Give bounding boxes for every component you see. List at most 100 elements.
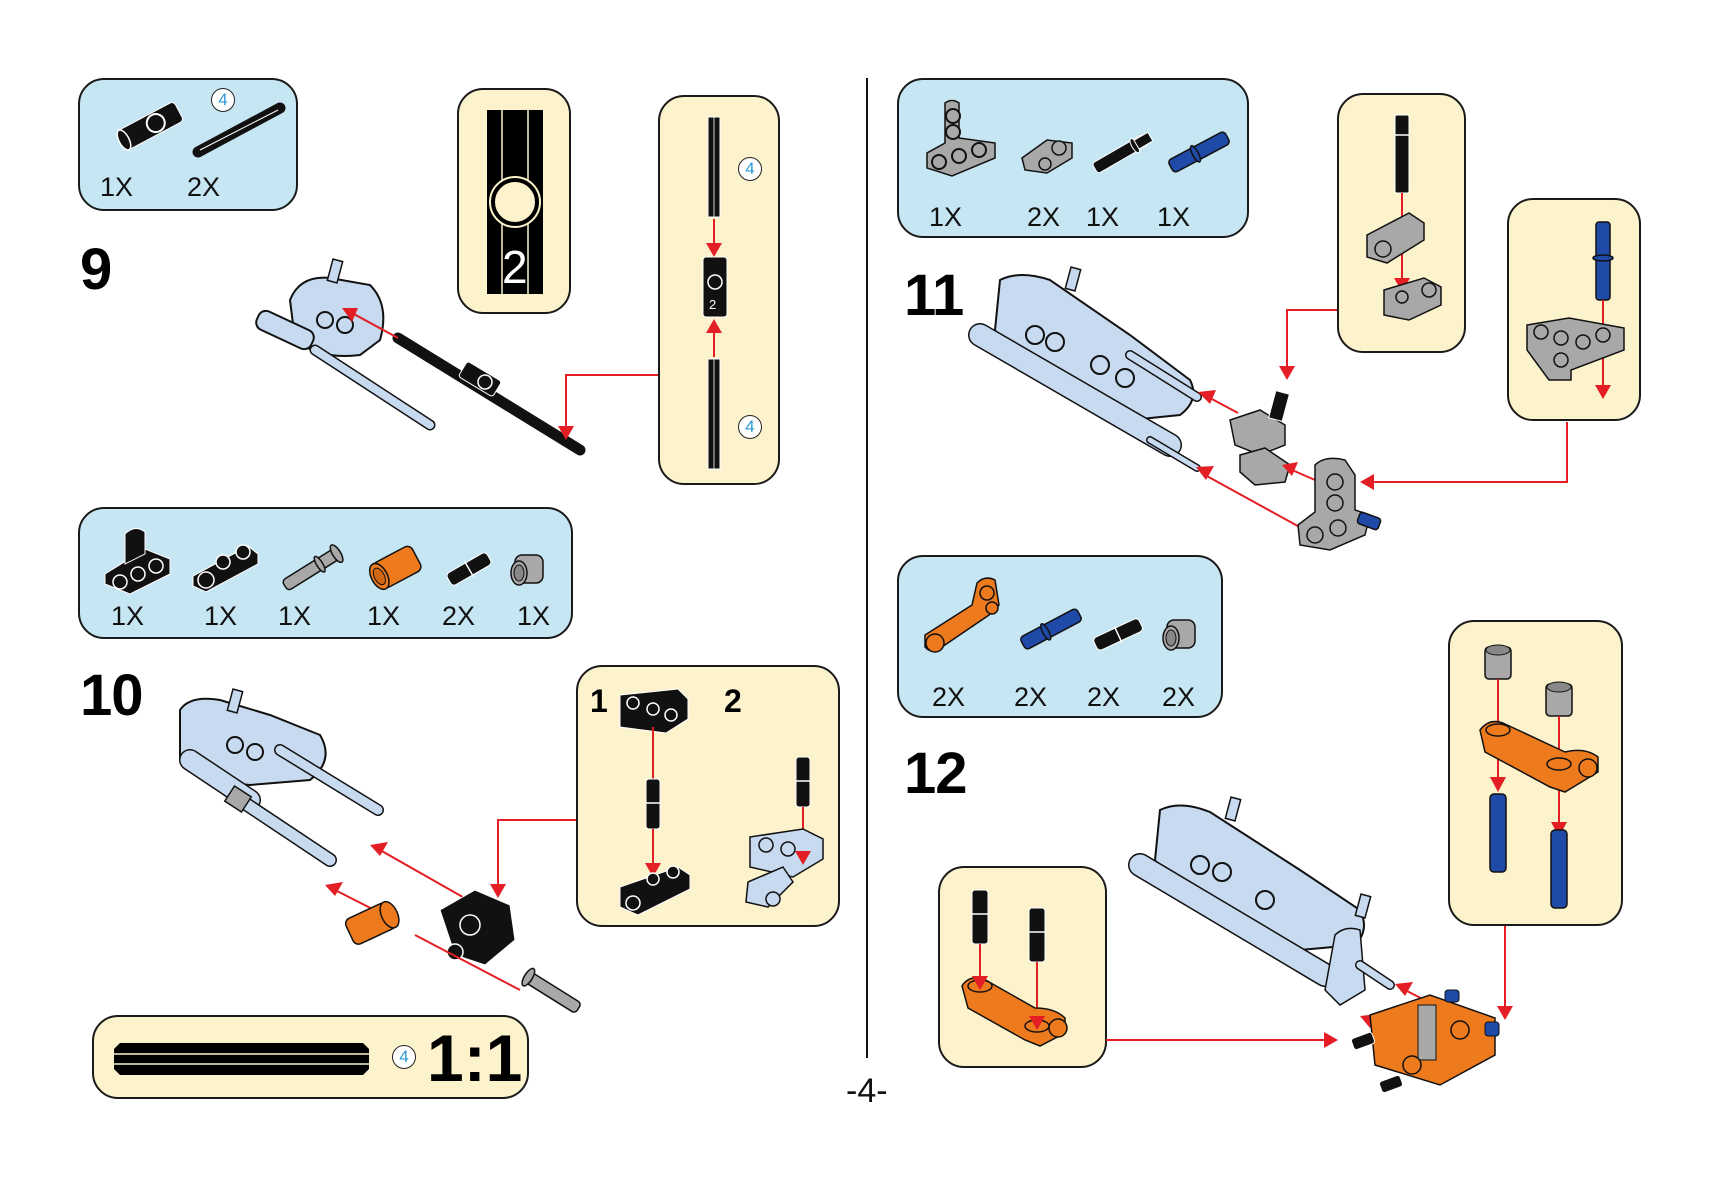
assembly-arrow: [1209, 397, 1239, 414]
substep-number-1: 1: [590, 683, 608, 719]
orange-l-beam-icon: [924, 577, 1000, 653]
black-pin-icon: [1093, 618, 1143, 651]
step-number-12: 12: [904, 741, 968, 806]
part-qty: 2X: [932, 682, 966, 712]
black-axle-pin-icon: [1092, 131, 1154, 174]
svg-text:2: 2: [709, 297, 716, 312]
gray-bush-icon: [1162, 619, 1196, 651]
step-number-11: 11: [904, 263, 964, 328]
blue-axle-pin-icon: [1168, 131, 1230, 173]
arrow-head: [325, 882, 343, 896]
black-axle-assembly: [392, 332, 586, 456]
arrow-head: [1497, 1006, 1513, 1020]
part-qty: 1X: [100, 172, 134, 202]
arrow-head: [1324, 1032, 1338, 1048]
arrow-head: [1279, 366, 1295, 380]
step-11-callout-b: [1507, 198, 1641, 421]
step-11-callout-a-illustration: [1366, 114, 1442, 321]
step-12-callout-a: [938, 866, 1107, 1068]
step-number-9: 9: [80, 237, 112, 302]
gray-t-beam: [1297, 457, 1382, 551]
axle-join-icon: 2: [702, 116, 728, 470]
light-blue-frame: [255, 258, 436, 431]
step-9-callout-axle-join: 2 4 4: [658, 95, 780, 485]
gray-long-pin-icon: [282, 544, 344, 591]
step-12-assembly: [1106, 796, 1513, 1094]
arrow-head: [558, 426, 574, 440]
step-11-parts-box: 1X 2X 1X 1X: [897, 78, 1249, 238]
callout-arrow: [497, 819, 576, 886]
length-label-4: 4: [392, 1045, 416, 1069]
callout-arrow: [1286, 309, 1337, 368]
black-cross-block-icon: [104, 528, 171, 595]
length-label-4: 4: [738, 157, 762, 181]
arrow-head: [1282, 462, 1298, 476]
length-label-4: 4: [211, 88, 235, 112]
substep-2-illustration: [745, 756, 824, 908]
orange-subassembly: [1350, 989, 1500, 1094]
scale-ratio: 1:1: [427, 1021, 523, 1095]
step-12-parts-box: 2X 2X 2X 2X: [897, 555, 1223, 718]
step-9-callout-connector: 2: [457, 88, 571, 314]
arrow-head: [370, 842, 388, 856]
part-qty: 2X: [442, 601, 476, 631]
part-qty: 1X: [929, 202, 963, 232]
arrow-head: [1198, 390, 1216, 404]
step-9-assembly: [255, 258, 658, 456]
step-11-callout-a: [1337, 93, 1466, 353]
arrow-head: [1196, 466, 1214, 480]
black-pin-icon: [446, 552, 492, 586]
connector-number-label: 2: [502, 241, 528, 293]
light-blue-frame: [1128, 796, 1395, 1006]
step-10-assembly: [179, 688, 581, 1013]
step-10-callout-subassembly: 1 2: [576, 665, 840, 927]
gray-t-beam-icon: [926, 99, 996, 177]
assembly-arrow: [351, 312, 399, 339]
axle-4-icon: [192, 102, 286, 158]
arrow-head: [342, 308, 358, 322]
arrow-head: [1395, 982, 1413, 996]
part-qty: 1X: [367, 601, 401, 631]
assembly-arrow: [1204, 474, 1306, 531]
step-12-callout-b-illustration: [1479, 644, 1599, 909]
orange-bush: [344, 900, 400, 945]
substep-1-illustration: [619, 688, 691, 916]
connector-label-2-icon: [487, 110, 543, 294]
gray-cross-block-icon: [1021, 139, 1073, 174]
part-qty: 2X: [1014, 682, 1048, 712]
assembly-arrow: [1291, 469, 1316, 481]
part-qty: 2X: [1162, 682, 1196, 712]
step-10-parts-box: 1X 1X 1X 1X 2X 1X: [78, 507, 573, 639]
page-number: -4-: [846, 1072, 888, 1110]
length-label-4: 4: [738, 415, 762, 439]
part-qty: 1X: [1086, 202, 1120, 232]
axle-4-ruler-icon: [114, 1043, 369, 1075]
part-qty: 2X: [187, 172, 221, 202]
arrow-head: [1360, 474, 1374, 490]
gray-bush-icon: [510, 554, 544, 586]
black-beam-3-icon: [192, 544, 259, 593]
blue-long-pin-icon: [1020, 608, 1082, 650]
part-qty: 1X: [278, 601, 312, 631]
step-9-parts-box: 4 1X 2X: [78, 78, 298, 211]
substep-number-2: 2: [724, 683, 742, 719]
gray-long-pin: [521, 967, 581, 1013]
part-qty: 1X: [517, 601, 551, 631]
step-12-callout-a-illustration: [961, 889, 1068, 1047]
assembly-arrow: [379, 849, 469, 901]
callout-arrow: [565, 374, 658, 428]
step-12-callout-b: [1448, 620, 1623, 926]
step-number-10: 10: [80, 663, 144, 728]
column-divider: [866, 78, 868, 1058]
axle-pin-connector-icon: [116, 102, 183, 151]
part-qty: 1X: [111, 601, 145, 631]
orange-bush-icon: [368, 545, 422, 591]
gray-cross-blocks: [1229, 390, 1291, 486]
light-blue-frame: [968, 266, 1202, 472]
callout-arrow: [1372, 422, 1568, 483]
step-11-assembly: [968, 266, 1568, 551]
part-qty: 2X: [1087, 682, 1121, 712]
part-qty: 1X: [1157, 202, 1191, 232]
scale-ruler-box: 4 1:1: [92, 1015, 529, 1099]
step-11-callout-b-illustration: [1526, 221, 1625, 399]
